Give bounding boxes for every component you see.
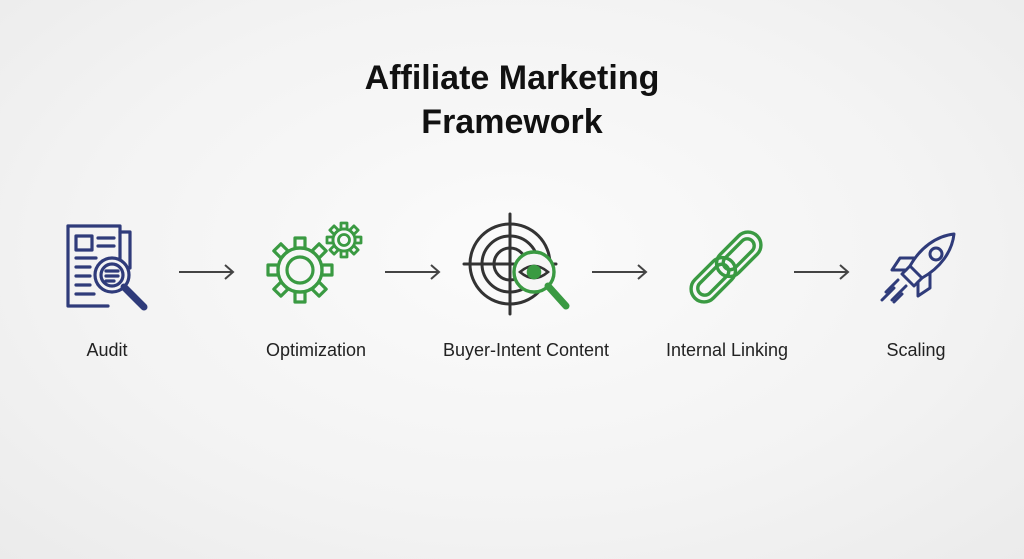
- step-label-optimization: Optimization: [265, 340, 367, 360]
- step-scaling: [876, 228, 966, 314]
- title-line-2: Framework: [421, 103, 603, 141]
- arrow-4: [794, 264, 850, 280]
- rocket-icon: [880, 232, 956, 304]
- step-label-internal-linking: Internal Linking: [665, 340, 789, 360]
- target-eye-magnifier-icon: [462, 212, 570, 316]
- arrow-3: [592, 264, 648, 280]
- step-audit: [60, 220, 160, 320]
- page-title: Affiliate Marketing Framework: [0, 56, 1024, 144]
- arrow-1: [179, 264, 235, 280]
- step-internal-linking: [676, 222, 776, 312]
- step-label-scaling: Scaling: [886, 340, 946, 360]
- step-label-buyer-intent-content: Buyer-Intent Content: [442, 340, 610, 360]
- title-line-1: Affiliate Marketing: [364, 59, 660, 97]
- step-label-audit: Audit: [86, 340, 128, 360]
- step-optimization: [258, 218, 368, 313]
- document-magnifier-icon: [66, 224, 148, 311]
- arrow-2: [385, 264, 441, 280]
- gears-icon: [266, 221, 363, 304]
- step-buyer-intent-content: [462, 210, 582, 320]
- chain-link-icon: [689, 230, 763, 304]
